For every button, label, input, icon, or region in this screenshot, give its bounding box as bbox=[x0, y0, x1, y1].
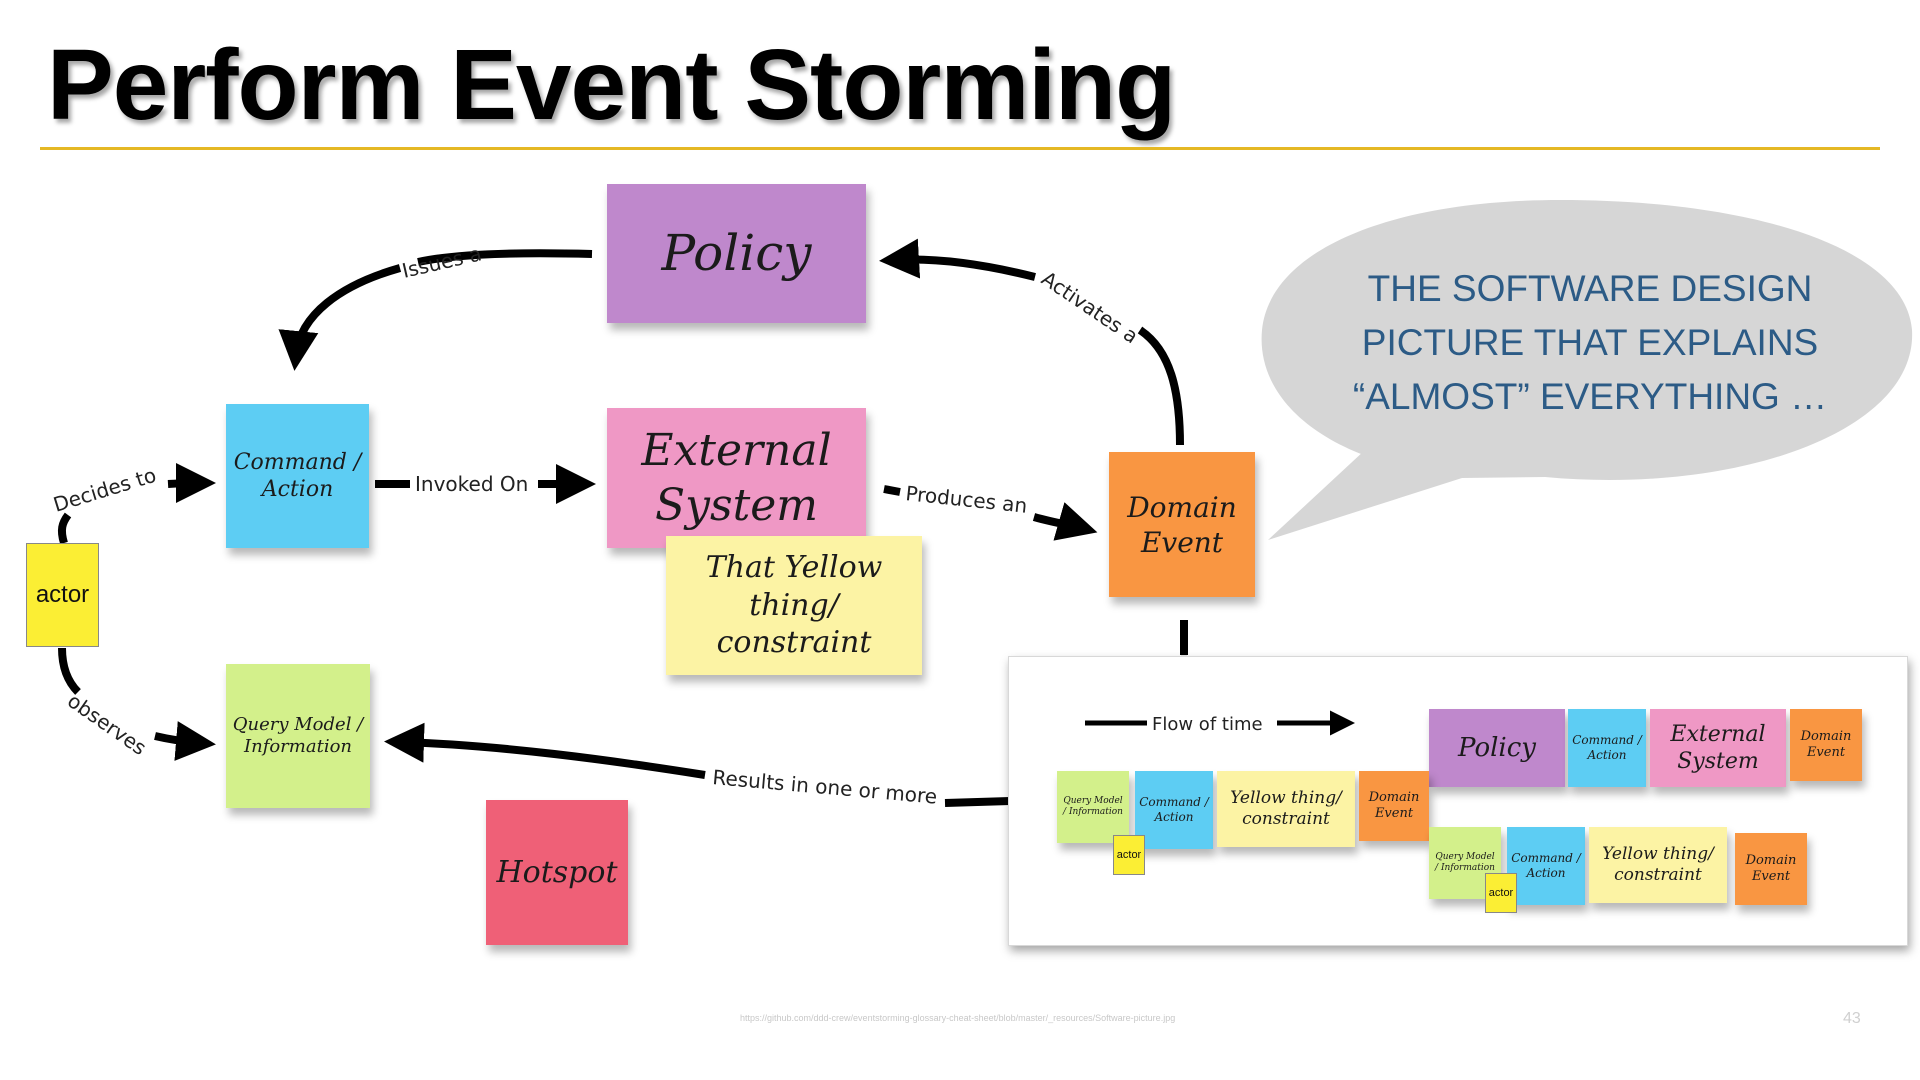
inset-actor-2: actor bbox=[1485, 873, 1517, 913]
label-observes: observes bbox=[63, 688, 151, 760]
arrow-activates bbox=[1137, 326, 1184, 446]
inset-domain-event-note-1: Domain Event bbox=[1790, 709, 1862, 781]
label-invoked: Invoked On bbox=[415, 472, 528, 496]
arrow-decides bbox=[167, 463, 216, 504]
label-decides: Decides to bbox=[50, 463, 159, 517]
arrow-activates-top bbox=[879, 238, 1036, 281]
constraint-note: That Yellow thing/ constraint bbox=[666, 536, 922, 675]
bubble-line-1: THE SOFTWARE DESIGN bbox=[1367, 268, 1813, 309]
inset-domain-event-note-2: Domain Event bbox=[1359, 771, 1429, 841]
arrow-issues-curve bbox=[278, 264, 402, 371]
label-issues: Issues a bbox=[400, 241, 484, 283]
inset-command-note-3: Command / Action bbox=[1507, 827, 1585, 905]
label-produces: Produces an bbox=[904, 481, 1028, 518]
bubble-text: THE SOFTWARE DESIGN PICTURE THAT EXPLAIN… bbox=[1310, 262, 1870, 424]
arrow-issues bbox=[417, 249, 593, 266]
title-underline bbox=[40, 147, 1880, 150]
arrow-decides-base bbox=[57, 512, 72, 545]
flow-of-time-label: Flow of time bbox=[1152, 714, 1263, 735]
label-results: Results in one or more bbox=[712, 765, 939, 809]
inset-external-system-note: External System bbox=[1650, 709, 1786, 787]
hotspot-note: Hotspot bbox=[486, 800, 628, 945]
speech-bubble bbox=[1261, 200, 1913, 540]
policy-note: Policy bbox=[607, 184, 866, 323]
label-activates: Activates a bbox=[1037, 266, 1142, 348]
inset-constraint-note-1: Yellow thing/ constraint bbox=[1217, 771, 1355, 847]
inset-query-model-note-1: Query Model / Information bbox=[1057, 771, 1129, 843]
inset-command-note-2: Command / Action bbox=[1135, 771, 1213, 849]
flow-of-time-arrow: Flow of time bbox=[1085, 710, 1355, 736]
query-model-note: Query Model / Information bbox=[226, 664, 370, 808]
inset-actor-1: actor bbox=[1113, 835, 1145, 875]
bubble-line-2: PICTURE THAT EXPLAINS bbox=[1361, 322, 1819, 363]
inset-command-note-1: Command / Action bbox=[1568, 709, 1646, 787]
external-system-note: External System bbox=[607, 408, 866, 548]
timeline-inset: Flow of time Policy Command / Action Ext… bbox=[1008, 656, 1908, 946]
command-note: Command / Action bbox=[226, 404, 369, 548]
bubble-line-3: “ALMOST” EVERYTHING … bbox=[1352, 376, 1828, 417]
arrow-results-tail bbox=[944, 797, 1011, 807]
arrow-produces-tail bbox=[883, 485, 901, 496]
page-number: 43 bbox=[1843, 1010, 1861, 1027]
domain-event-note: Domain Event bbox=[1109, 452, 1255, 597]
inset-policy-note: Policy bbox=[1429, 709, 1565, 787]
inset-constraint-note-2: Yellow thing/ constraint bbox=[1589, 827, 1727, 903]
actor-note: actor bbox=[26, 543, 99, 647]
arrow-produces bbox=[1032, 502, 1098, 541]
arrow-observes bbox=[154, 721, 216, 761]
source-url: https://github.com/ddd-crew/eventstormin… bbox=[740, 1013, 1176, 1023]
arrow-results bbox=[384, 722, 706, 779]
inset-domain-event-note-3: Domain Event bbox=[1735, 833, 1807, 905]
arrow-observes-base bbox=[58, 647, 81, 695]
slide-title: Perform Event Storming bbox=[47, 29, 1176, 141]
